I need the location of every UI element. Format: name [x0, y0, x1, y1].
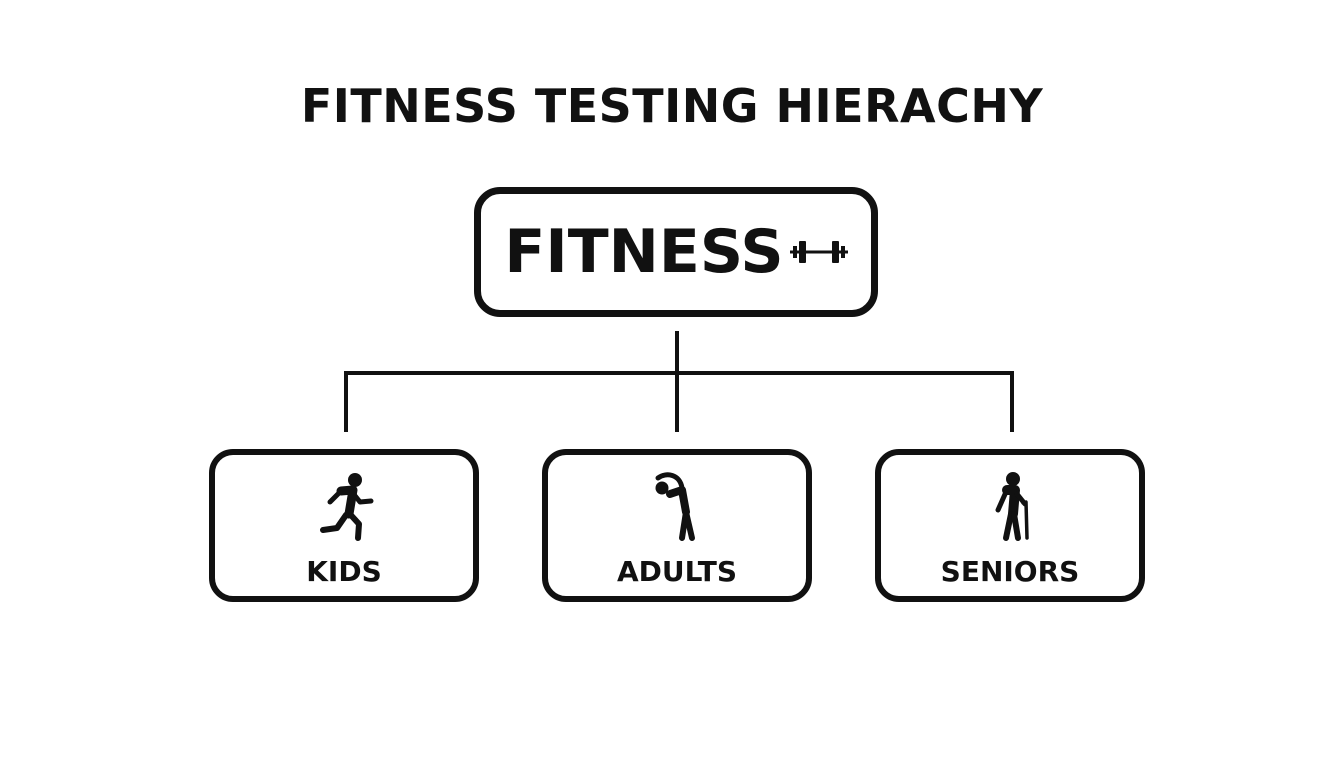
- child-label-seniors: SENIORS: [940, 555, 1080, 588]
- diagram-title: FITNESS TESTING HIERACHY: [300, 79, 1044, 133]
- root-node-label: FITNESS: [504, 217, 784, 287]
- branch-line-kids: [344, 371, 348, 432]
- child-node-seniors: SENIORS: [875, 449, 1145, 602]
- branch-horizontal-line: [344, 371, 1014, 375]
- dumbbell-icon: [789, 236, 848, 272]
- child-label-kids: KIDS: [306, 555, 382, 588]
- stretching-person-icon: [644, 470, 710, 546]
- running-person-icon: [311, 470, 377, 546]
- elderly-person-with-cane-icon: [977, 470, 1043, 546]
- child-node-kids: KIDS: [209, 449, 479, 602]
- child-node-adults: ADULTS: [542, 449, 812, 602]
- branch-line-seniors: [1010, 371, 1014, 432]
- root-stem-line: [675, 331, 679, 432]
- child-label-adults: ADULTS: [616, 555, 738, 588]
- root-node-fitness: FITNESS: [474, 187, 878, 317]
